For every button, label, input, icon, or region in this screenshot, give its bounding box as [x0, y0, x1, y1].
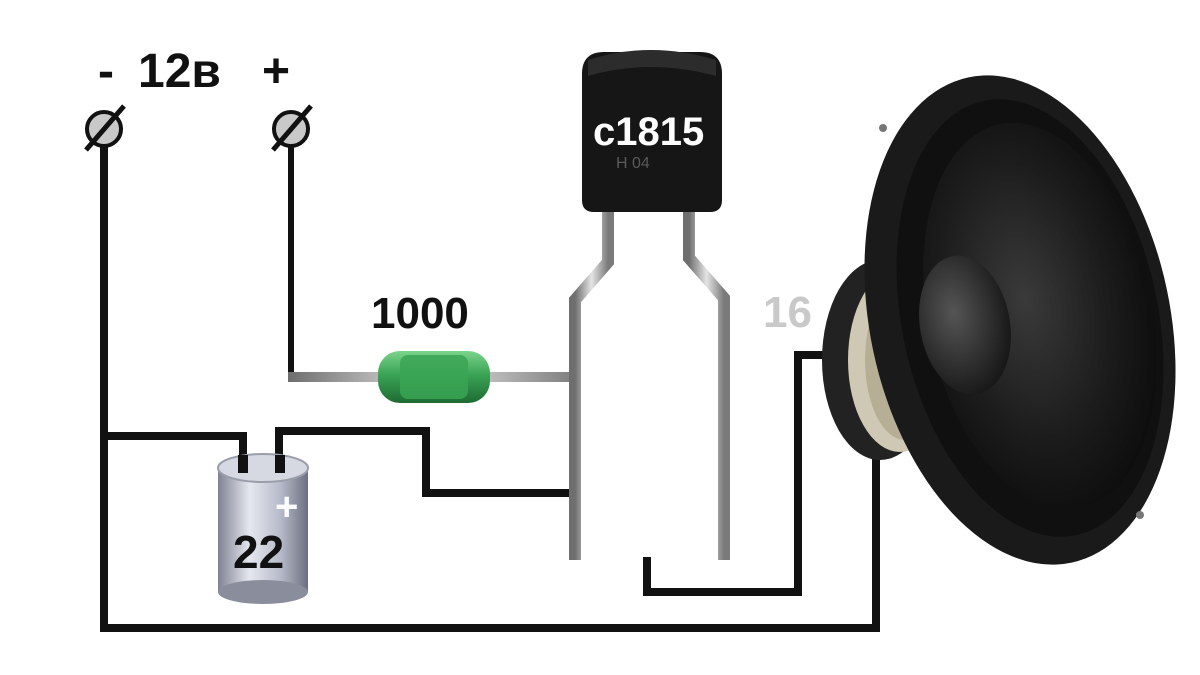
resistor-value-label: 1000 — [371, 289, 469, 338]
transistor-leg-emitter — [569, 212, 614, 560]
speaker-screw — [879, 124, 887, 132]
capacitor-polarity-label: + — [275, 485, 298, 529]
supply-voltage-label: 12в — [138, 45, 221, 98]
speaker-screw — [1136, 511, 1144, 519]
terminal-slash-icon — [271, 104, 313, 152]
transistor-body — [582, 52, 722, 212]
terminal-minus[interactable] — [84, 104, 126, 152]
supply-minus-label: - — [98, 45, 114, 98]
capacitor-value-label: 22 — [233, 526, 284, 578]
speaker[interactable] — [822, 46, 1200, 594]
capacitor[interactable] — [217, 453, 309, 604]
wire-capacitor-to-base — [275, 427, 575, 497]
wire-minus-rail — [100, 140, 880, 632]
supply-plus-label: + — [262, 45, 290, 98]
terminal-plus[interactable] — [271, 104, 313, 152]
resistor[interactable] — [288, 351, 580, 403]
speaker-impedance-label: 16 — [763, 288, 812, 337]
transistor[interactable] — [569, 50, 730, 560]
capacitor-lead-plus — [275, 455, 285, 473]
capacitor-body — [218, 468, 308, 592]
speaker-cone — [923, 122, 1157, 510]
terminal-slash-icon — [84, 104, 126, 152]
transistor-model-label: c1815 — [593, 110, 704, 154]
capacitor-top — [217, 453, 309, 483]
transistor-leg-base — [683, 212, 730, 560]
speaker-dust-cap — [919, 255, 1011, 395]
wires — [100, 140, 880, 632]
capacitor-lead-minus — [238, 455, 248, 473]
wire-collector-to-speaker — [643, 351, 826, 596]
transistor-marking-label: H 04 — [616, 155, 650, 172]
